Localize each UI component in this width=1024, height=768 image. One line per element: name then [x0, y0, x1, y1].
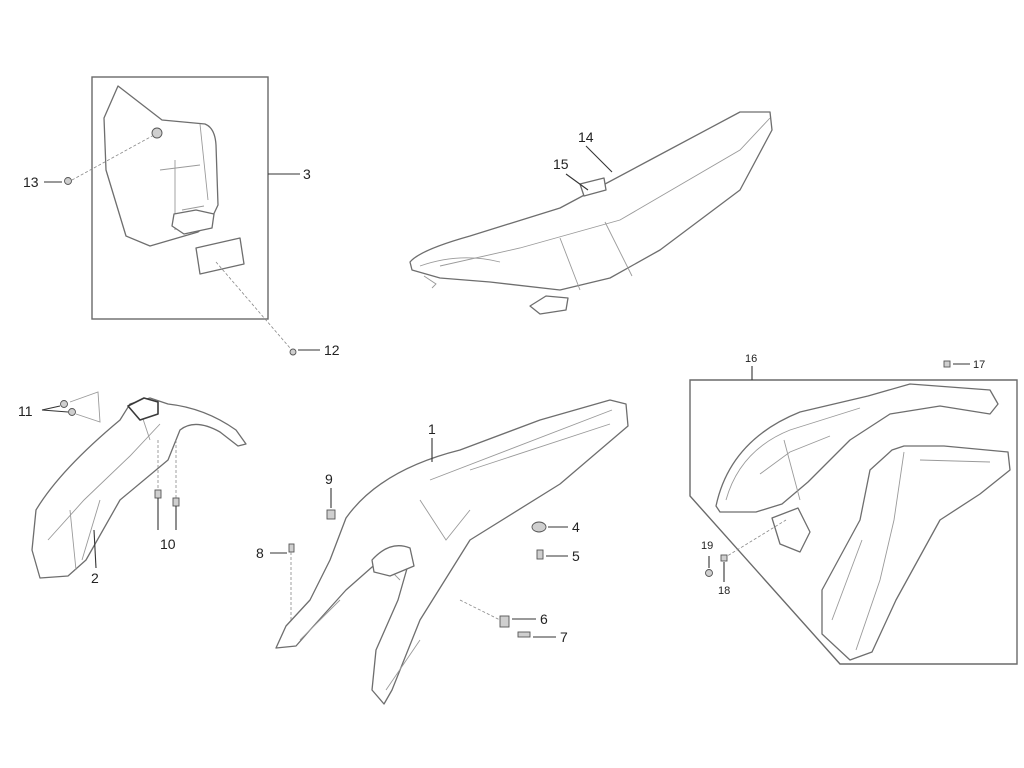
number-plate-bracket[interactable]: [171, 209, 215, 235]
callout-8: 8: [256, 545, 264, 561]
item-4-grommet[interactable]: [531, 521, 547, 533]
item-19-nut[interactable]: [705, 569, 713, 577]
callout-2: 2: [91, 570, 99, 586]
item-7-bolt[interactable]: [517, 631, 531, 638]
item-9-clip[interactable]: [326, 509, 336, 520]
item-17-screw[interactable]: [943, 360, 951, 368]
callout-17: 17: [973, 359, 985, 371]
item-13-nut[interactable]: [64, 177, 72, 185]
callout-1: 1: [428, 421, 436, 437]
callout-15: 15: [553, 156, 569, 172]
item-11-nut-a[interactable]: [60, 400, 68, 408]
callout-19: 19: [701, 540, 713, 552]
item-18-washer[interactable]: [720, 554, 728, 562]
radiator-shroud-group: 16 17 18 19: [689, 353, 1018, 665]
shroud-bracket: [771, 507, 811, 553]
callout-11: 11: [18, 403, 33, 419]
number-plate-group: 13 12 3: [23, 76, 340, 358]
left-radiator-shroud[interactable]: [715, 383, 999, 513]
callout-10: 10: [160, 536, 176, 552]
item-10-bolt-a[interactable]: [154, 489, 162, 499]
item-10-bolt-b[interactable]: [172, 497, 180, 507]
callout-4: 4: [572, 519, 580, 535]
item-8-screw[interactable]: [288, 543, 295, 553]
rear-fender-tab: [371, 545, 415, 577]
callout-9: 9: [325, 471, 333, 487]
callout-16: 16: [745, 353, 757, 365]
item-11-nut-b[interactable]: [68, 408, 76, 416]
rear-fender-group: 9 8 1 4 5 6 7: [256, 399, 629, 705]
item-5-screw[interactable]: [536, 549, 544, 560]
plate-grommet: [151, 127, 163, 139]
callout-7: 7: [560, 629, 568, 645]
radiator-shroud-frame: [689, 379, 1018, 665]
number-plate[interactable]: [103, 85, 219, 247]
callout-5: 5: [572, 548, 580, 564]
callout-18: 18: [718, 585, 730, 597]
front-fender-group: 11 10 2: [18, 391, 247, 586]
item-6-nut[interactable]: [499, 615, 510, 628]
seat-strap[interactable]: [579, 177, 607, 197]
seat-group: 14 15: [409, 111, 773, 315]
number-plate-sticker[interactable]: [195, 237, 245, 275]
number-plate-frame: [91, 76, 269, 320]
callout-12: 12: [324, 342, 340, 358]
callout-13: 13: [23, 174, 39, 190]
seat-mount: [529, 295, 569, 315]
right-radiator-shroud[interactable]: [821, 445, 1011, 661]
callout-3: 3: [303, 166, 311, 182]
item-12-screw[interactable]: [289, 348, 297, 356]
front-fender[interactable]: [31, 397, 247, 579]
seat[interactable]: [409, 111, 773, 291]
callout-14: 14: [578, 129, 594, 145]
callout-6: 6: [540, 611, 548, 627]
fender-mount: [127, 397, 159, 421]
